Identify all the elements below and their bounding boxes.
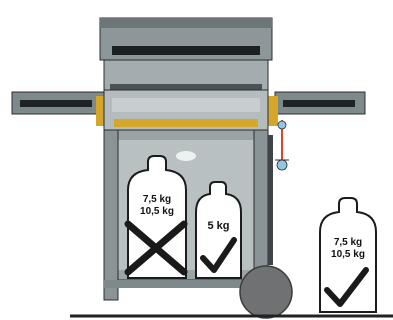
bottle-inside-large-weight-2: 10,5 kg (140, 206, 174, 217)
grill-firebox (104, 90, 268, 130)
gas-hose (275, 120, 289, 170)
bottle-inside-small: 5 kg (196, 182, 241, 278)
grill-lid (100, 18, 272, 90)
bottle-outside-large-weight-2: 10,5 kg (331, 249, 365, 260)
bottle-inside-large: 7,5 kg 10,5 kg (128, 156, 186, 278)
bottle-inside-large-weight-1: 7,5 kg (143, 194, 171, 205)
left-side-shelf (12, 92, 106, 126)
bottle-outside-large-weight-1: 7,5 kg (334, 237, 362, 248)
bottle-outside-large: 7,5 kg 10,5 kg (320, 198, 376, 312)
bottle-inside-small-weight-1: 5 kg (207, 220, 229, 232)
grill-wheel (240, 266, 292, 318)
